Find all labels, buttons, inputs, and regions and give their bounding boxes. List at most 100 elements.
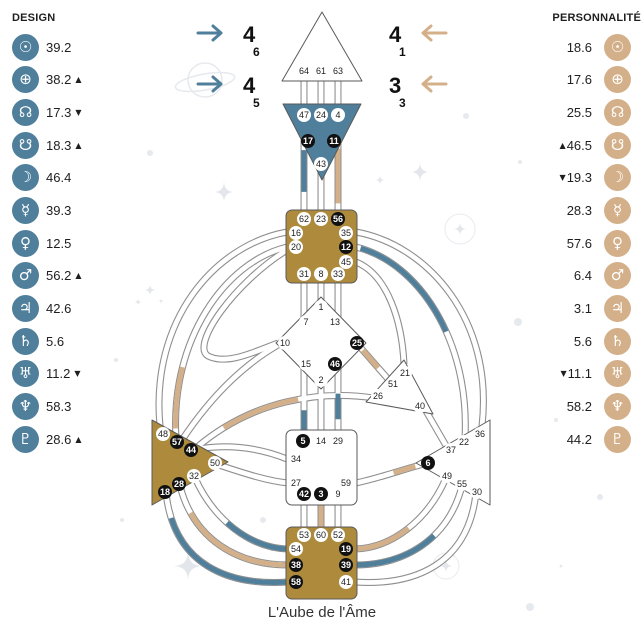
throat-center	[285, 209, 358, 284]
gate-number: 64	[299, 66, 309, 76]
gate-number: 5	[300, 436, 305, 446]
channel	[423, 409, 451, 451]
direction-arrow-icon: ▲	[75, 271, 82, 281]
design-planet-value: 42.6	[46, 301, 72, 317]
personality-planet-row: 3.1♃	[560, 292, 631, 325]
personality-planet-value: 18.6	[566, 39, 592, 55]
gate-number: 38	[291, 560, 301, 570]
gate-number: 52	[333, 530, 343, 540]
design-planet-value: 11.2	[46, 366, 71, 382]
personality-planet-value: 44.2	[566, 431, 592, 447]
gate-circle	[314, 267, 328, 281]
gate-circle	[339, 542, 353, 556]
gate-number: 25	[352, 338, 362, 348]
personality-planet-row: ▲46.5☋	[560, 129, 631, 162]
gate-7: 7	[299, 315, 313, 329]
direction-arrow-icon: ▼	[560, 369, 567, 379]
arrow-left-icon	[421, 24, 448, 42]
gate-52: 52	[331, 528, 345, 542]
gate-circle	[172, 477, 186, 491]
south-node-icon: ☋	[12, 131, 39, 159]
gate-43: 43	[314, 157, 328, 171]
gate-19: 19	[339, 542, 353, 556]
personality-planet-value: 28.3	[566, 203, 592, 219]
gate-number: 32	[189, 471, 199, 481]
design-planet-row: ☋18.3▲	[12, 129, 81, 162]
design-planet-value: 46.4	[46, 170, 72, 186]
gate-circle	[297, 528, 311, 542]
gate-circle	[289, 558, 303, 572]
design-planet-row: ♅11.2▼	[12, 358, 81, 391]
north-node-icon: ☊	[604, 99, 631, 127]
gate-50: 50	[208, 456, 222, 470]
gate-number: 28	[174, 479, 184, 489]
gate-number: 48	[158, 429, 168, 439]
mercury-icon: ☿	[12, 197, 39, 225]
gate-number: 46	[330, 359, 340, 369]
design-header: DESIGN	[12, 12, 56, 24]
personality-header: PERSONNALITÉ	[552, 12, 641, 24]
neptune-icon: ♆	[604, 393, 631, 421]
gate-circle	[470, 485, 484, 499]
gate-6: 6	[421, 456, 435, 470]
gate-number: 30	[472, 487, 482, 497]
gate-56: 56	[331, 212, 345, 226]
gate-37: 37	[444, 443, 458, 457]
gate-54: 54	[289, 542, 303, 556]
gate-circle	[314, 487, 328, 501]
gate-circle	[314, 434, 328, 448]
gate-42: 42	[297, 487, 311, 501]
gate-circle	[314, 157, 328, 171]
star-dot-icon	[114, 358, 118, 362]
background-decoration	[114, 62, 603, 611]
personality-planet-row: 25.5☊	[560, 96, 631, 129]
gate-number: 12	[341, 242, 351, 252]
star-dot-icon	[463, 113, 469, 119]
gate-number: 57	[172, 437, 182, 447]
gate-circle	[339, 240, 353, 254]
personality-planet-row: 58.2♆	[560, 390, 631, 423]
personality-channel-activation	[354, 477, 449, 552]
gate-number: 51	[388, 379, 398, 389]
gate-28: 28	[172, 477, 186, 491]
gate-circle	[297, 64, 311, 78]
gate-circle	[328, 357, 342, 371]
gate-12: 12	[339, 240, 353, 254]
personality-channel-activation	[194, 393, 375, 450]
personality-planet-value: 19.3	[566, 170, 592, 186]
sparkle-icon	[439, 559, 453, 573]
design-planet-value: 39.3	[46, 203, 72, 219]
gate-5: 5	[296, 434, 310, 448]
gate-44: 44	[184, 443, 198, 457]
sparkle-icon	[213, 181, 235, 203]
personality-planet-value: 6.4	[573, 268, 592, 284]
gate-31: 31	[297, 267, 311, 281]
gate-number: 45	[341, 257, 351, 267]
moon-icon: ☽	[12, 164, 39, 192]
design-planet-value: 39.2	[46, 39, 72, 55]
design-planet-value: 38.2	[46, 72, 72, 88]
gate-45: 45	[339, 255, 353, 269]
gate-number: 50	[210, 458, 220, 468]
gate-number: 6	[425, 458, 430, 468]
gate-23: 23	[314, 212, 328, 226]
sun-icon: ☉	[604, 33, 631, 61]
personality-planet-value: 17.6	[566, 72, 592, 88]
personality-planet-value: 11.1	[567, 366, 592, 382]
personality-planet-row: ▼11.1♅	[560, 358, 631, 391]
gate-circle	[331, 487, 345, 501]
personality-planet-value: 57.6	[566, 235, 592, 251]
gate-number: 26	[373, 391, 383, 401]
gate-10: 10	[278, 336, 292, 350]
gate-circle	[339, 575, 353, 589]
gate-number: 23	[316, 214, 326, 224]
sparkle-icon	[558, 563, 564, 569]
gate-circle	[350, 336, 364, 350]
personality-planet-value: 46.5	[566, 137, 592, 153]
gate-number: 21	[400, 368, 410, 378]
direction-arrow-icon: ▼	[559, 173, 566, 183]
gate-13: 13	[328, 315, 342, 329]
direction-arrow-icon: ▲	[559, 140, 566, 150]
gate-number: 40	[415, 401, 425, 411]
